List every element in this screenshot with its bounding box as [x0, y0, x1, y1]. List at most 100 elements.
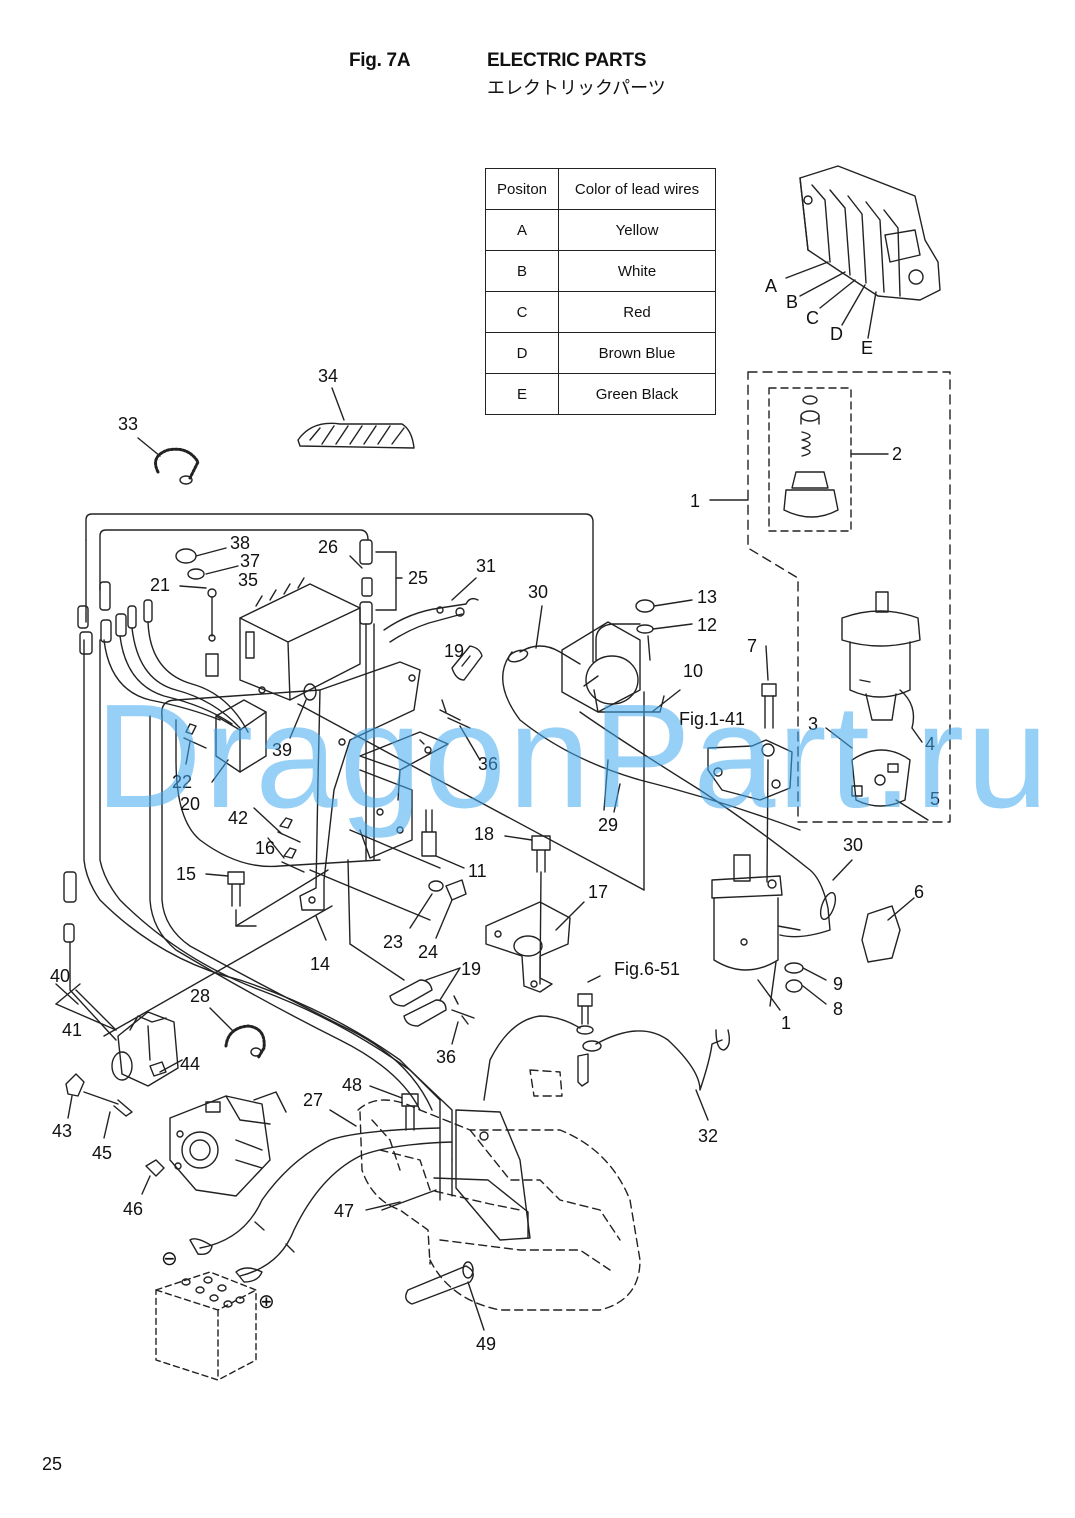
- callout-33: 33: [118, 414, 138, 434]
- callout-37: 37: [240, 551, 260, 571]
- label-C: C: [806, 308, 819, 328]
- callout-48: 48: [342, 1075, 362, 1095]
- table-row: C Red: [485, 291, 716, 333]
- bracket-17-drawing: [485, 901, 571, 993]
- mounting-bracket-drawing: [299, 661, 421, 911]
- callout-38: 38: [230, 533, 250, 553]
- table-row: A Yellow: [485, 209, 716, 251]
- table-row: B White: [485, 250, 716, 292]
- callout-26: 26: [318, 537, 338, 557]
- reference-fig-1-41: Fig.1-41: [679, 709, 745, 729]
- callout-35: 35: [238, 570, 258, 590]
- table-cell-color: Green Black: [558, 373, 716, 415]
- battery-plus-symbol: ⊕: [258, 1291, 275, 1313]
- starter-assembly-boundary: [747, 371, 951, 823]
- callout-8: 8: [833, 999, 843, 1019]
- figure-title: ELECTRIC PARTS: [487, 50, 647, 71]
- brush-holder-drawing: [851, 749, 911, 807]
- table-cell-color: Yellow: [558, 209, 716, 251]
- callout-46: 46: [123, 1199, 143, 1219]
- figure-number: Fig. 7A: [349, 50, 411, 71]
- battery-cells: [181, 1276, 245, 1308]
- callout-11: 11: [468, 861, 487, 881]
- callout-6: 6: [914, 882, 924, 902]
- reference-fig-6-51: Fig.6-51: [614, 959, 680, 979]
- table-header-color: Color of lead wires: [558, 168, 716, 210]
- table-cell-color: Red: [558, 291, 716, 333]
- rectifier-drawing: [799, 165, 941, 301]
- table-row: E Green Black: [485, 373, 716, 415]
- carburetor-drawing: [169, 1091, 287, 1197]
- table-cell-position: B: [485, 250, 559, 292]
- table-cell-position: D: [485, 332, 559, 374]
- table-header-row: Positon Color of lead wires: [485, 168, 716, 210]
- callout-7: 7: [747, 636, 757, 656]
- callout-4: 4: [925, 734, 935, 754]
- starter-motor-upper-drawing: [841, 591, 921, 729]
- label-B: B: [786, 292, 798, 312]
- watermark: DragonPart.ru: [95, 674, 1051, 839]
- callout-5: 5: [930, 789, 940, 809]
- callout-16: 16: [255, 838, 275, 858]
- callout-44: 44: [180, 1054, 200, 1074]
- table-cell-color: White: [558, 250, 716, 292]
- callout-19b: 19: [461, 959, 481, 979]
- table-cell-color: Brown Blue: [558, 332, 716, 374]
- callout-45: 45: [92, 1143, 112, 1163]
- battery-minus-symbol: ⊖: [161, 1248, 178, 1270]
- tape-drawing: [297, 422, 415, 449]
- callout-2: 2: [892, 444, 902, 464]
- pinion-subassembly-boundary: [768, 387, 852, 532]
- callout-39: 39: [272, 740, 292, 760]
- callout-23: 23: [383, 932, 403, 952]
- callout-19a: 19: [444, 641, 464, 661]
- callout-47: 47: [334, 1201, 354, 1221]
- page-number: 25: [42, 1454, 63, 1474]
- table-row: D Brown Blue: [485, 332, 716, 374]
- label-D: D: [830, 324, 843, 344]
- callout-22: 22: [172, 772, 192, 792]
- callout-1: 1: [690, 491, 700, 511]
- callout-34: 34: [318, 366, 338, 386]
- callout-31: 31: [476, 556, 496, 576]
- callout-3: 3: [808, 714, 818, 734]
- label-A: A: [765, 276, 777, 296]
- callout-41: 41: [62, 1020, 82, 1040]
- callout-15: 15: [176, 864, 196, 884]
- battery-drawing: [155, 1271, 257, 1381]
- callout-42: 42: [228, 808, 248, 828]
- callout-29: 29: [598, 815, 618, 835]
- label-E: E: [861, 338, 873, 358]
- ignition-coil-drawing: [215, 699, 267, 773]
- callout-49: 49: [476, 1334, 496, 1354]
- callout-10: 10: [683, 661, 703, 681]
- callout-12: 12: [697, 615, 717, 635]
- callout-18: 18: [474, 824, 494, 844]
- callout-17: 17: [588, 882, 608, 902]
- engine-lower-cowl-outline: [357, 1069, 641, 1311]
- callout-20: 20: [180, 794, 200, 814]
- callout-36b: 36: [436, 1047, 456, 1067]
- cover-cap-drawing: [861, 905, 901, 963]
- callout-1b: 1: [781, 1013, 791, 1033]
- callout-21: 21: [150, 575, 170, 595]
- coil-box-drawing: [111, 1011, 179, 1087]
- callout-25: 25: [408, 568, 428, 588]
- callout-30b: 30: [843, 835, 863, 855]
- figure-title-japanese: エレクトリックパーツ: [487, 78, 666, 99]
- callout-27: 27: [303, 1090, 323, 1110]
- callout-14: 14: [310, 954, 330, 974]
- pinion-parts-drawing: [783, 395, 839, 518]
- callout-28: 28: [190, 986, 210, 1006]
- callout-32: 32: [698, 1126, 718, 1146]
- callout-36a: 36: [478, 754, 498, 774]
- callout-9: 9: [833, 974, 843, 994]
- callout-40: 40: [50, 966, 70, 986]
- cdi-unit-drawing: [239, 577, 361, 701]
- callout-30a: 30: [528, 582, 548, 602]
- callout-24: 24: [418, 942, 438, 962]
- starter-motor-drawing: [711, 759, 801, 1007]
- callout-13: 13: [697, 587, 717, 607]
- lead-wire-color-table: Positon Color of lead wires A Yellow B W…: [485, 168, 716, 415]
